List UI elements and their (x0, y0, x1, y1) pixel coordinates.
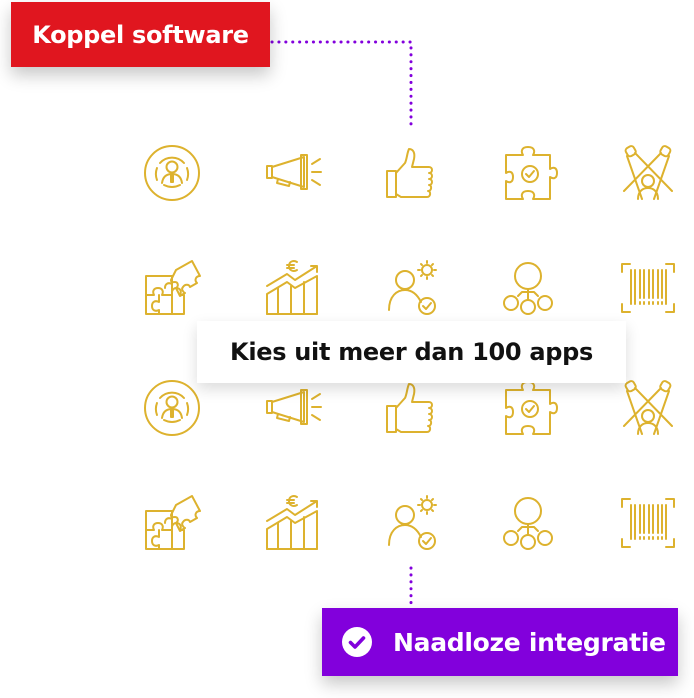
barcode-scan-icon (616, 491, 680, 555)
network-hierarchy-icon (496, 491, 560, 555)
person-idea-check-icon (379, 491, 443, 555)
megaphone-icon (261, 141, 325, 205)
barcode-scan-icon (616, 256, 680, 320)
network-hierarchy-icon (496, 256, 560, 320)
spotlight-person-icon (616, 141, 680, 205)
naadloze-integratie-label: Naadloze integratie (393, 627, 666, 657)
person-idea-check-icon (379, 256, 443, 320)
connector-bottom (406, 566, 416, 610)
apps-callout: Kies uit meer dan 100 apps (197, 321, 626, 383)
spotlight-person-icon (616, 376, 680, 440)
person-target-icon (140, 141, 204, 205)
puzzle-check-icon (496, 141, 560, 205)
connector-top (270, 38, 416, 132)
naadloze-integratie-tag: Naadloze integratie (322, 608, 678, 676)
euro-growth-chart-icon (261, 491, 325, 555)
thumbs-up-icon (379, 376, 443, 440)
koppel-software-tag: Koppel software (11, 2, 270, 67)
megaphone-icon (261, 376, 325, 440)
puzzle-pieces-icon (140, 491, 204, 555)
apps-callout-label: Kies uit meer dan 100 apps (230, 338, 593, 366)
puzzle-check-icon (496, 376, 560, 440)
euro-growth-chart-icon (261, 256, 325, 320)
person-target-icon (140, 376, 204, 440)
thumbs-up-icon (379, 141, 443, 205)
check-circle-icon (341, 626, 373, 658)
puzzle-pieces-icon (140, 256, 204, 320)
koppel-software-label: Koppel software (32, 20, 249, 49)
